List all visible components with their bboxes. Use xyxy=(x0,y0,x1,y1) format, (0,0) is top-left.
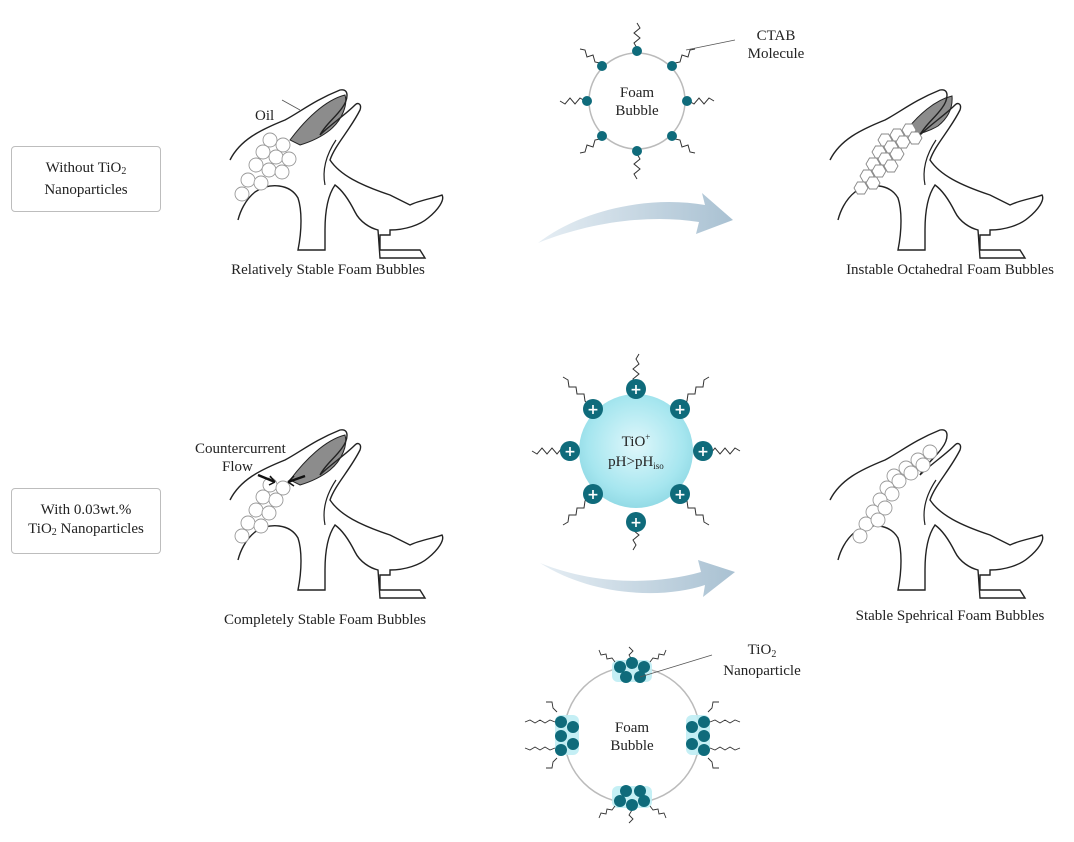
plus-6: + xyxy=(674,402,686,418)
bubble-cluster-row1-left xyxy=(235,133,296,201)
bubble-cluster-row2-left xyxy=(235,478,290,543)
plus-5: + xyxy=(587,402,599,418)
ctab-label-line1: CTAB xyxy=(757,28,796,44)
nanoparticle-label-line2: Nanoparticle xyxy=(723,663,801,679)
countercurrent-label-line2: Flow xyxy=(222,459,253,475)
pore-right-row1 xyxy=(830,90,1043,258)
hex-bubble-cluster xyxy=(854,124,922,194)
foam-bubble-label-1b: Bubble xyxy=(615,103,659,119)
tio-particle: + + + + + + + + TiO+ pH>pHiso xyxy=(532,354,740,550)
caption-row2-left: Completely Stable Foam Bubbles xyxy=(224,612,426,628)
process-arrow-row1 xyxy=(538,193,733,243)
plus-8: + xyxy=(674,487,686,503)
plus-1: + xyxy=(630,382,642,398)
process-arrow-row2 xyxy=(540,560,735,597)
pore-right-row2 xyxy=(830,430,1043,598)
countercurrent-label-line1: Countercurrent xyxy=(195,441,287,457)
foam-bubble-nanoparticles: Foam Bubble xyxy=(525,647,740,823)
foam-bubble-label-2b: Bubble xyxy=(610,738,654,754)
plus-3: + xyxy=(564,444,576,460)
ctab-label-line2: Molecule xyxy=(748,46,805,62)
caption-row2-right: Stable Spehrical Foam Bubbles xyxy=(856,608,1045,624)
foam-bubble-label-1a: Foam xyxy=(620,85,655,101)
plus-4: + xyxy=(697,444,709,460)
ctab-leader xyxy=(686,40,735,50)
bubble-cluster-row2-right xyxy=(853,445,937,543)
caption-row1-left: Relatively Stable Foam Bubbles xyxy=(231,262,425,278)
caption-row1-right: Instable Octahedral Foam Bubbles xyxy=(846,262,1054,278)
oil-leader xyxy=(282,100,300,110)
plus-7: + xyxy=(587,487,599,503)
plus-2: + xyxy=(630,515,642,531)
foam-bubble-label-2a: Foam xyxy=(615,720,650,736)
ctab-foam-bubble: Foam Bubble xyxy=(560,23,714,179)
oil-label: Oil xyxy=(255,108,274,124)
nanoparticle-label-line1: TiO2 xyxy=(748,642,777,660)
